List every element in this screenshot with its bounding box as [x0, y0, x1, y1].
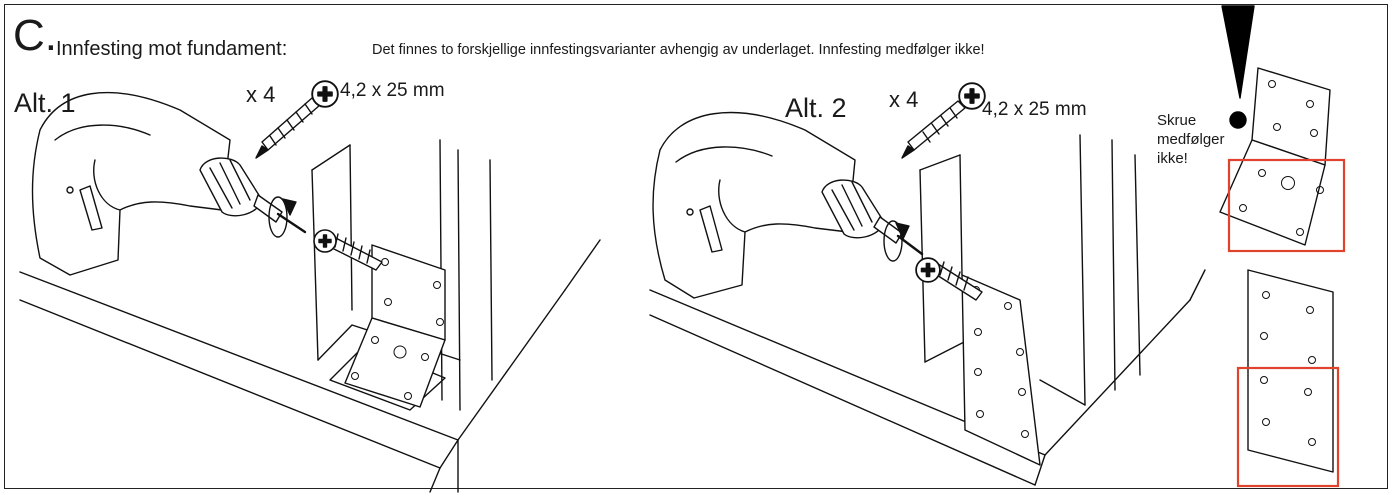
note-line3: ikke! [1157, 150, 1188, 167]
alt1-angle-bracket-icon [344, 244, 446, 408]
section-letter: C. [13, 11, 57, 60]
note-line1: Skrue [1157, 112, 1197, 129]
exclamation-icon [1221, 5, 1255, 129]
option1-label: Alt. 1 [14, 88, 76, 118]
alt1-rotation-arrow-icon [268, 196, 297, 238]
alt2-rotation-arrow-icon [883, 220, 910, 262]
alt2-drill-icon [652, 111, 924, 299]
option1-screw-size: 4,2 x 25 mm [340, 80, 445, 101]
note-line2: medfølger [1157, 131, 1225, 148]
flat-plate-icon [1247, 269, 1334, 473]
section-description: Det finnes to forskjellige innfestingsva… [372, 42, 985, 58]
section-title: Innfesting mot fundament: [56, 38, 288, 60]
angle-bracket-icon [1219, 67, 1331, 246]
option2-quantity: x 4 [889, 87, 919, 112]
highlight-box-angle-bracket [1227, 158, 1346, 253]
option2-screw-size: 4,2 x 25 mm [982, 99, 1087, 120]
alt2-flat-plate-icon [961, 274, 1041, 466]
highlight-box-flat-plate [1236, 366, 1340, 488]
alt2-scene [649, 134, 1206, 486]
screw-not-included-note: Skrue medfølger ikke! [1157, 111, 1225, 168]
alt2-screw-icon [901, 82, 986, 159]
alt1-screw-in-use-icon [313, 229, 383, 271]
alt1-screw-icon [255, 80, 339, 159]
option1-quantity: x 4 [246, 82, 276, 107]
option2-label: Alt. 2 [785, 93, 847, 123]
alt1-drill-icon [31, 91, 307, 276]
alt2-screw-in-use-icon [915, 257, 983, 301]
